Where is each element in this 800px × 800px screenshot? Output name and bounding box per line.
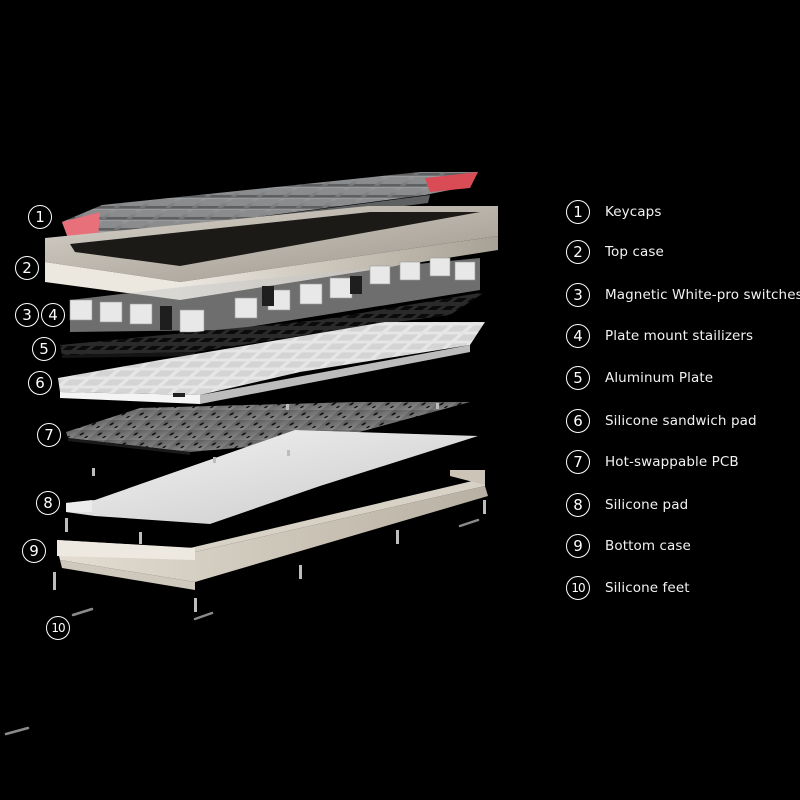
- legend-item-top-case: 2 Top case: [566, 240, 664, 264]
- callout-5: 5: [32, 337, 56, 361]
- callout-4: 4: [41, 303, 65, 327]
- stabilizers: [160, 276, 362, 330]
- callout-2: 2: [15, 256, 39, 280]
- callout-9: 9: [22, 539, 46, 563]
- silicone-feet: [4, 518, 480, 736]
- legend-label: Silicone sandwich pad: [605, 413, 757, 429]
- legend-item-keycaps: 1 Keycaps: [566, 200, 661, 224]
- legend-label: Aluminum Plate: [605, 370, 714, 386]
- legend-label: Magnetic White-pro switches: [605, 287, 800, 303]
- callout-1: 1: [28, 205, 52, 229]
- legend-label: Bottom case: [605, 538, 691, 554]
- legend-item-sandwich-pad: 6 Silicone sandwich pad: [566, 409, 757, 433]
- legend-number: 10: [566, 576, 590, 600]
- legend-item-silicone-feet: 10 Silicone feet: [566, 576, 690, 600]
- legend-number: 1: [566, 200, 590, 224]
- legend-label: Keycaps: [605, 204, 662, 220]
- legend-item-pcb: 7 Hot-swappable PCB: [566, 450, 739, 474]
- legend-item-bottom-case: 9 Bottom case: [566, 534, 691, 558]
- callout-6: 6: [28, 371, 52, 395]
- screws: [53, 403, 486, 612]
- callout-10: 10: [46, 616, 70, 640]
- legend-label: Silicone pad: [605, 497, 689, 513]
- layer-aluminum-plate: [60, 292, 485, 358]
- layer-silicone-pad: [66, 430, 478, 524]
- legend-number: 6: [566, 409, 590, 433]
- layer-pcb: [66, 402, 470, 455]
- layer-switches: [69, 257, 480, 333]
- callout-8: 8: [36, 491, 60, 515]
- legend-number: 4: [566, 324, 590, 348]
- legend-number: 2: [566, 240, 590, 264]
- legend-label: Silicone feet: [605, 580, 690, 596]
- legend-number: 9: [566, 534, 590, 558]
- callout-7: 7: [37, 423, 61, 447]
- legend-item-silicone-pad: 8 Silicone pad: [566, 493, 688, 517]
- legend-number: 8: [566, 493, 590, 517]
- layer-bottom-case: [57, 470, 488, 590]
- callout-3: 3: [15, 303, 39, 327]
- layer-silicone-sandwich-pad: [58, 322, 485, 404]
- legend-label: Plate mount stailizers: [605, 328, 754, 344]
- legend-number: 5: [566, 366, 590, 390]
- legend-item-aluminum-plate: 5 Aluminum Plate: [566, 366, 713, 390]
- legend-item-switches: 3 Magnetic White-pro switches: [566, 283, 800, 307]
- legend-item-stabilizers: 4 Plate mount stailizers: [566, 324, 753, 348]
- legend-number: 7: [566, 450, 590, 474]
- legend-number: 3: [566, 283, 590, 307]
- legend-label: Top case: [605, 244, 664, 260]
- legend-label: Hot-swappable PCB: [605, 454, 739, 470]
